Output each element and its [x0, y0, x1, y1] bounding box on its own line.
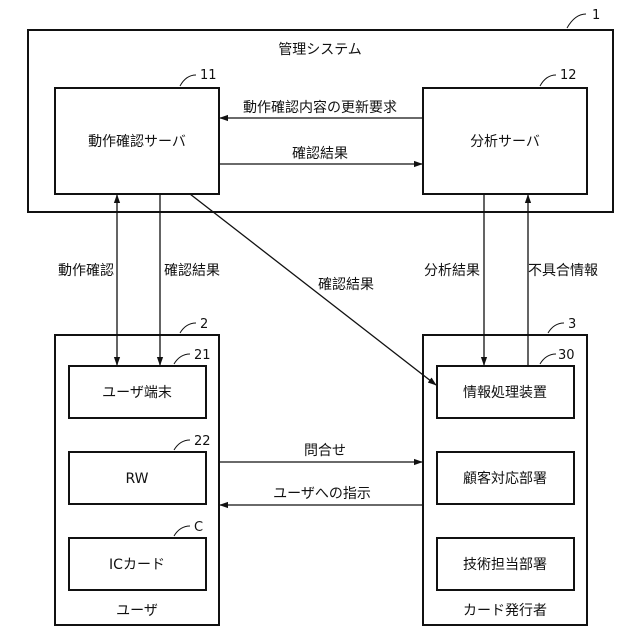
check-result-to-issuer-label: 確認結果	[318, 277, 374, 293]
user-group-label: ユーザ	[116, 603, 158, 619]
analysis-result-label: 分析結果	[424, 263, 480, 279]
ref-leader-3	[548, 323, 564, 333]
user-terminal-label: ユーザ端末	[102, 385, 172, 401]
ref-leader-21	[174, 354, 190, 364]
ref-leader-11	[180, 75, 196, 86]
ref-analysis-server: 12	[560, 68, 577, 83]
ref-user: 2	[200, 317, 208, 332]
ref-rw: 22	[194, 434, 211, 449]
check-result-to-issuer-arrow	[190, 194, 436, 385]
defect-info-label: 不具合情報	[528, 263, 598, 279]
rw-label: RW	[125, 471, 148, 487]
ref-ic-card: C	[194, 520, 203, 535]
ref-leader-12	[540, 75, 556, 86]
operation-check-server-label: 動作確認サーバ	[88, 134, 186, 150]
tech-support-label: 技術担当部署	[463, 557, 547, 573]
ic-card-label: ICカード	[109, 557, 165, 573]
customer-support-label: 顧客対応部署	[463, 470, 547, 487]
update-request-label: 動作確認内容の更新要求	[243, 99, 397, 116]
ref-info-processing: 30	[558, 348, 575, 363]
instruction-to-user-label: ユーザへの指示	[273, 486, 371, 502]
ref-card-issuer: 3	[568, 317, 576, 332]
inquiry-label: 問合せ	[304, 443, 346, 459]
analysis-server-label: 分析サーバ	[470, 134, 540, 150]
management-system-title: 管理システム	[278, 42, 362, 58]
ref-leader-1	[567, 14, 586, 28]
ref-management-system: 1	[592, 8, 600, 23]
ref-leader-30	[540, 354, 556, 364]
ref-leader-c	[174, 526, 190, 536]
check-result-to-user-label: 確認結果	[164, 263, 220, 279]
ref-leader-22	[174, 440, 190, 450]
card-issuer-label: カード発行者	[463, 603, 547, 619]
ref-leader-2	[180, 323, 196, 333]
info-processing-label: 情報処理装置	[463, 385, 547, 401]
check-result-to-analysis-label: 確認結果	[292, 146, 348, 162]
operation-check-label: 動作確認	[58, 263, 114, 279]
ref-user-terminal: 21	[194, 348, 211, 363]
ref-operation-check-server: 11	[200, 68, 217, 83]
